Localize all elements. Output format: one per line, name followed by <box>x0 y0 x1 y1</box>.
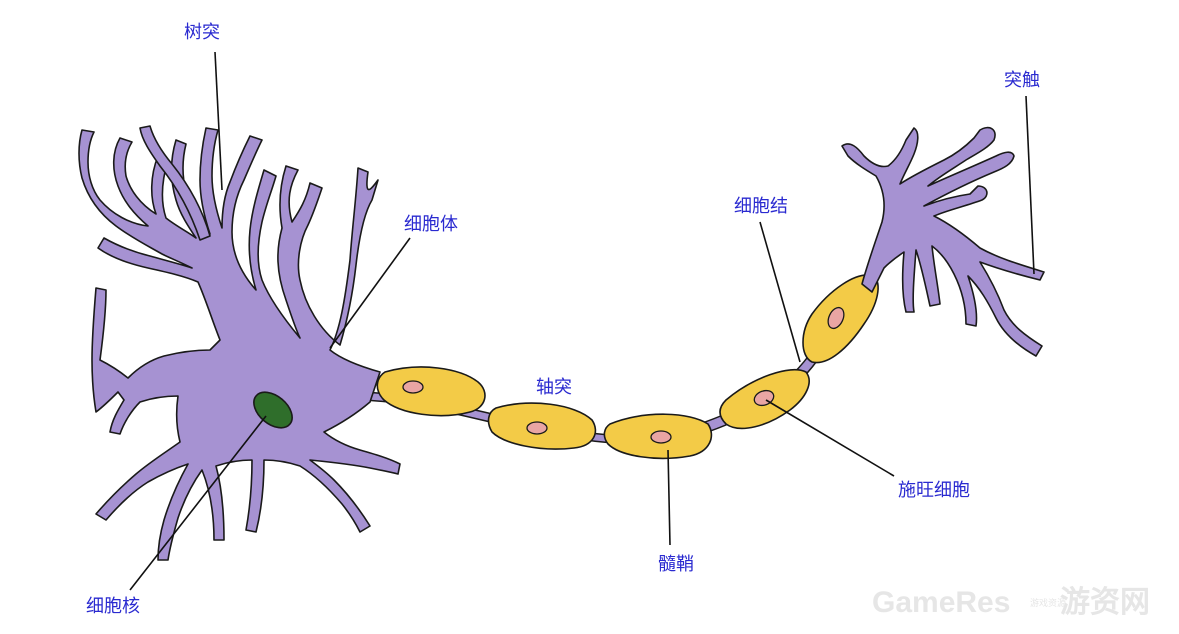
watermark: GameRes 游戏资源 游资网 <box>872 586 1150 619</box>
schwann-nucleus-2 <box>526 421 548 435</box>
myelin-sheath-group <box>376 274 879 460</box>
axon-terminal <box>841 126 1045 357</box>
leader-node <box>759 221 801 363</box>
watermark-cn: 游资网 <box>1060 586 1150 619</box>
leader-cell-body <box>329 237 411 349</box>
watermark-small: 游戏资源 <box>1030 597 1066 608</box>
label-nucleus: 细胞核 <box>86 596 140 617</box>
label-dendrite: 树突 <box>184 22 220 43</box>
leader-dendrite <box>214 51 223 191</box>
leader-synapse <box>1025 95 1035 275</box>
leader-myelin <box>667 449 671 546</box>
leader-lines <box>129 51 1035 591</box>
schwann-nucleus-5 <box>827 306 845 330</box>
label-schwann-cell: 施旺细胞 <box>898 480 970 501</box>
label-axon: 轴突 <box>536 377 572 398</box>
label-node-of-ranvier: 细胞结 <box>734 196 788 217</box>
label-myelin-sheath: 髓鞘 <box>658 554 694 575</box>
cell-body <box>78 127 401 561</box>
schwann-cell-1 <box>376 366 486 417</box>
watermark-brand: GameRes <box>872 586 1010 619</box>
leader-schwann <box>765 399 895 477</box>
label-cell-body: 细胞体 <box>404 214 458 235</box>
leader-nucleus <box>129 415 267 591</box>
schwann-nucleus-1 <box>402 380 424 394</box>
dendrite-branch <box>139 125 211 241</box>
label-synapse: 突触 <box>1004 70 1040 91</box>
schwann-nucleus-3 <box>650 430 672 444</box>
